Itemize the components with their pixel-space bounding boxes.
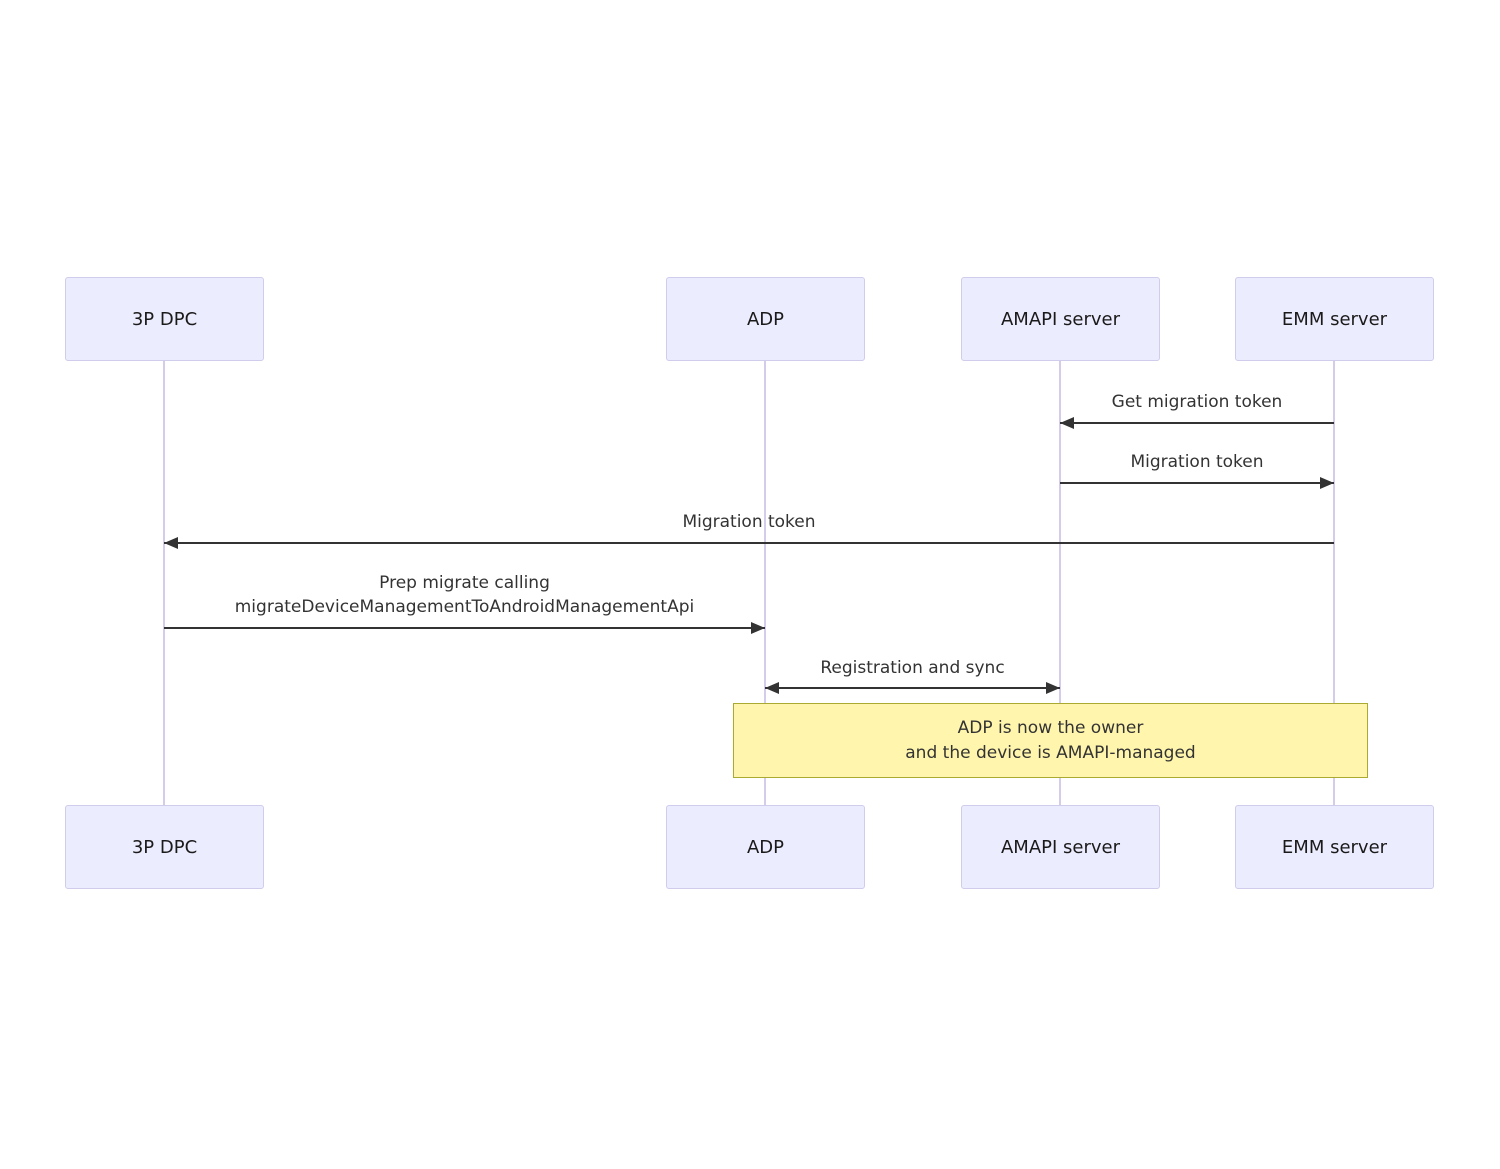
actor-box-adp-top: ADP	[666, 277, 865, 361]
message-line	[164, 627, 765, 629]
lifeline-emm-server	[1333, 361, 1335, 805]
note-adp-owner: ADP is now the owner and the device is A…	[733, 703, 1368, 778]
arrowhead-right-icon	[1320, 477, 1334, 489]
note-line-2: and the device is AMAPI-managed	[905, 742, 1196, 763]
message-line	[1060, 482, 1334, 484]
message-line	[765, 687, 1060, 689]
arrowhead-left-icon	[1060, 417, 1074, 429]
message-label: Migration token	[1130, 452, 1264, 472]
arrowhead-left-icon	[765, 682, 779, 694]
actor-box-amapi-server-bottom: AMAPI server	[961, 805, 1160, 889]
note-line-1: ADP is now the owner	[957, 717, 1144, 738]
message-label-line-1: Prep migrate calling	[379, 573, 550, 593]
actor-box-3p-dpc-top: 3P DPC	[65, 277, 264, 361]
message-label: Prep migrate calling migrateDeviceManage…	[164, 571, 765, 619]
lifeline-3p-dpc	[163, 361, 165, 805]
arrowhead-right-icon	[1046, 682, 1060, 694]
actor-box-amapi-server-top: AMAPI server	[961, 277, 1160, 361]
message-label: Migration token	[682, 512, 816, 532]
arrowhead-left-icon	[164, 537, 178, 549]
arrowhead-right-icon	[751, 622, 765, 634]
message-line	[164, 542, 1334, 544]
message-line	[1060, 422, 1334, 424]
lifeline-adp	[764, 361, 766, 805]
actor-box-emm-server-bottom: EMM server	[1235, 805, 1434, 889]
actor-box-adp-bottom: ADP	[666, 805, 865, 889]
actor-box-3p-dpc-bottom: 3P DPC	[65, 805, 264, 889]
message-label: Registration and sync	[820, 658, 1005, 678]
actor-box-emm-server-top: EMM server	[1235, 277, 1434, 361]
lifeline-amapi-server	[1059, 361, 1061, 805]
message-label-line-2: migrateDeviceManagementToAndroidManageme…	[234, 597, 695, 617]
message-label: Get migration token	[1111, 392, 1283, 412]
